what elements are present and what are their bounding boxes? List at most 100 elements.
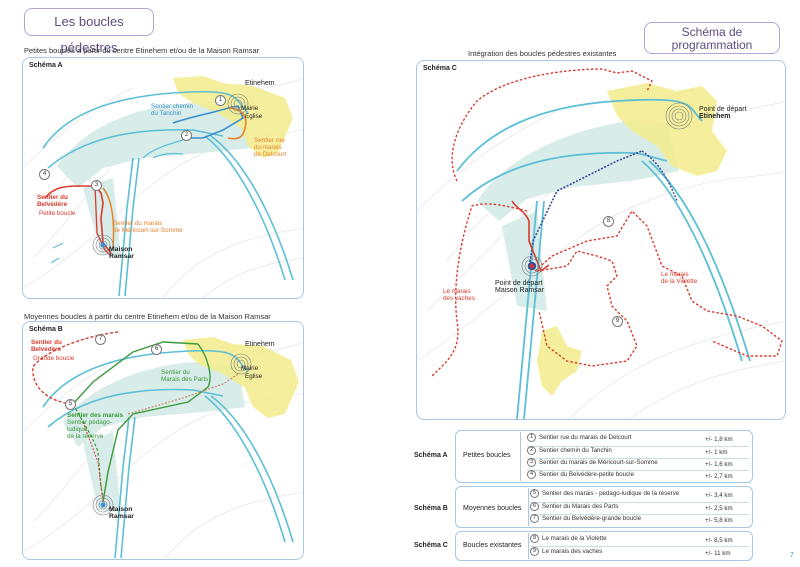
violette-label: Le marais de la Violette <box>661 271 697 285</box>
legend-dist-4: +/- 2,7 km <box>705 473 733 480</box>
legend-label-6: Sentier du Marais des Parts <box>542 503 619 510</box>
legend-label-1: Sentier rue du marais de Delcourt <box>539 434 632 441</box>
trail-marker-8[interactable]: 8 <box>603 216 614 227</box>
depart-maison-label: Point de départ Maison Ramsar <box>495 280 544 294</box>
marais-line3: ludique <box>67 426 88 433</box>
tanchin-line2: du Tanchin <box>151 110 182 117</box>
marais-line2: Sentier pédago- <box>67 419 112 426</box>
legend-num-5: 5 <box>530 489 539 498</box>
belvedere-b-line2: Belvédère <box>31 346 62 353</box>
belvedere-line2: Belvédère <box>37 201 68 208</box>
legend-label-3: Sentier du marais de Méricourt-sur-Somme <box>539 459 658 466</box>
legend-label-8: Le marais de la Violette <box>542 535 607 542</box>
map-a-drawing <box>23 76 303 298</box>
mericourt-line1: Sentier du marais <box>113 220 163 227</box>
legend-num-9: 9 <box>530 547 539 556</box>
eglise-label: Eglise <box>245 113 263 120</box>
legend-separator <box>530 502 749 503</box>
legend-dist-8: +/- 8,5 km <box>705 537 733 544</box>
legend-group-b: Moyennes boucles <box>463 505 522 512</box>
caption-schema-b: Moyennes boucles à partir du centre Etin… <box>24 312 271 321</box>
caption-schema-a: Petites boucles à partir du centre Etine… <box>24 46 260 55</box>
trail-marker-5[interactable]: 5 <box>65 399 76 410</box>
depart-etinehem-label: Point de départ Etinehem <box>699 106 746 120</box>
etinehem-label-b: Etinehem <box>245 341 275 348</box>
grande-boucle-label: Grande boucle <box>33 355 75 362</box>
trail-marker-7[interactable]: 7 <box>95 334 106 345</box>
map-b-drawing <box>23 331 303 559</box>
legend-divider-b <box>528 488 529 526</box>
legend-schema-a: Schéma A <box>414 452 448 459</box>
legend-label-7: Sentier du Belvédère-grande boucle <box>542 515 642 522</box>
maison-ramsar-label-b: Maison Ramsar <box>109 506 134 520</box>
maison-b-line1: Maison <box>109 506 133 513</box>
marais-line4: de la réserve <box>67 433 104 440</box>
vaches-label: Le marais des vaches <box>443 288 475 302</box>
map-c-drawing <box>417 68 785 419</box>
etinehem-label: Etinehem <box>245 80 275 87</box>
map-schema-a: Schéma A Etinehem Mairie Eglise Sentier … <box>22 57 304 299</box>
legend-label-5: Sentier des marais - pedago-ludique de l… <box>542 490 680 497</box>
map-schema-b: Schéma B Etinehem Mairie Eglise Sentier … <box>22 321 304 560</box>
legend-box-a <box>455 430 753 483</box>
violette-line2: de la Violette <box>661 278 698 285</box>
maison-line1: Maison <box>109 246 133 253</box>
parts-line1: Sentier du <box>161 369 190 376</box>
legend-dist-9: +/- 11 km <box>705 550 731 557</box>
mericourt-line2: de Méricourt-sur-Somme <box>113 227 183 234</box>
legend-num-7: 7 <box>530 514 539 523</box>
trail-marker-6[interactable]: 6 <box>151 344 162 355</box>
legend-num-3: 3 <box>527 458 536 467</box>
legend-dist-1: +/- 1,8 km <box>705 436 733 443</box>
legend-num-2: 2 <box>527 446 536 455</box>
legend-separator <box>530 546 749 547</box>
page-title-left: Les boucles pédestres <box>24 8 154 55</box>
legend-num-4: 4 <box>527 470 536 479</box>
map-schema-c: Schéma C Point de départ Etinehem Point … <box>416 60 786 420</box>
schema-a-label: Schéma A <box>29 62 63 69</box>
maison-line2: Ramsar <box>109 253 134 260</box>
mairie-label: Mairie <box>241 105 259 112</box>
petite-boucle-label: Petite boucle <box>39 210 76 217</box>
depart-etinehem-line2: Etinehem <box>699 113 731 120</box>
legend-dist-6: +/- 2,5 km <box>705 505 733 512</box>
trail-marker-3[interactable]: 3 <box>91 180 102 191</box>
marais-line1: Sentier des marais <box>67 412 124 419</box>
legend-label-9: Le marais des vaches <box>542 548 603 555</box>
maison-ramsar-label: Maison Ramsar <box>109 246 134 260</box>
legend-group-a: Petites boucles <box>463 452 511 459</box>
belvedere-line1: Sentier du <box>37 194 68 201</box>
legend-separator <box>530 514 749 515</box>
eglise-label-b: Eglise <box>245 373 263 380</box>
depart-etinehem-line1: Point de départ <box>699 106 747 113</box>
trail-marker-2[interactable]: 2 <box>181 130 192 141</box>
tanchin-label: Sentier chemin du Tanchin <box>151 103 193 117</box>
trail-marker-9[interactable]: 9 <box>612 316 623 327</box>
legend-label-2: Sentier chemin du Tanchin <box>539 447 612 454</box>
legend-dist-5: +/- 3,4 km <box>705 492 733 499</box>
legend-num-6: 6 <box>530 502 539 511</box>
legend-num-8: 8 <box>530 534 539 543</box>
legend-divider-a <box>520 432 521 481</box>
legend-dist-2: +/- 1 km <box>705 449 728 456</box>
legend-group-c: Boucles existantes <box>463 542 522 549</box>
legend-label-4: Sentier du Belvédère-petite boucle <box>539 471 634 478</box>
legend-num-1: 1 <box>527 433 536 442</box>
delcourt-line3: de Delcourt <box>254 151 287 158</box>
belvedere-label-b: Sentier du Belvédère <box>31 339 62 353</box>
legend-separator <box>527 458 749 459</box>
trail-marker-1[interactable]: 1 <box>215 95 226 106</box>
maison-b-line2: Ramsar <box>109 513 134 520</box>
title-right-line1: Schéma de <box>681 25 743 39</box>
mericourt-label: Sentier du marais de Méricourt-sur-Somme <box>113 220 183 234</box>
belvedere-b-line1: Sentier du <box>31 339 62 346</box>
legend-separator <box>527 470 749 471</box>
trail-marker-4[interactable]: 4 <box>39 169 50 180</box>
belvedere-label: Sentier du Belvédère <box>37 194 68 208</box>
